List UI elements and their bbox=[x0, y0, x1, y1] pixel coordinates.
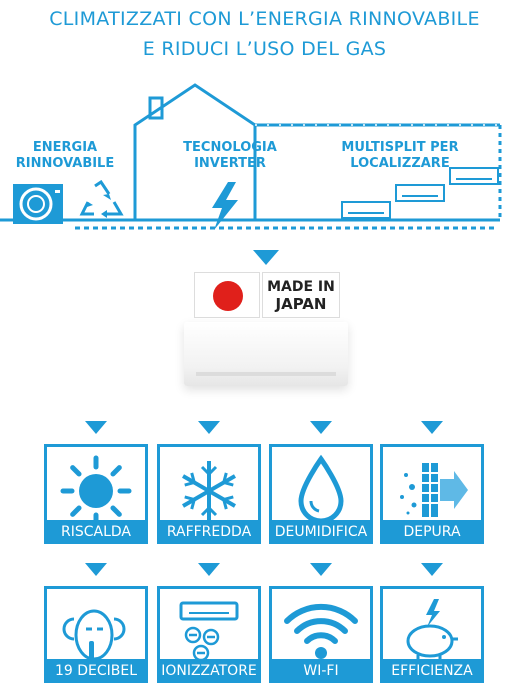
label-energia: ENERGIA RINNOVABILE bbox=[15, 140, 115, 171]
feature-label: RAFFREDDA bbox=[157, 520, 261, 544]
arrow-down-icon bbox=[310, 421, 332, 434]
air-filter-icon bbox=[392, 451, 472, 527]
arrow-down-icon bbox=[85, 421, 107, 434]
ionizer-icon bbox=[169, 593, 249, 669]
feature-tile: 19 DECIBEL bbox=[44, 586, 148, 683]
quiet-face-icon bbox=[56, 593, 136, 669]
made-in-japan-badge: MADE IN JAPAN bbox=[194, 272, 340, 318]
feature-tile: WI-FI bbox=[269, 586, 373, 683]
feature-tile: DEUMIDIFICA bbox=[269, 444, 373, 544]
air-conditioner-image bbox=[184, 322, 348, 386]
sun-icon bbox=[56, 451, 136, 527]
japan-flag bbox=[194, 272, 260, 318]
feature-label: IONIZZATORE bbox=[157, 659, 261, 683]
headline-line-2: E RIDUCI L’USO DEL GAS bbox=[142, 38, 387, 60]
feature-tile: RISCALDA bbox=[44, 444, 148, 544]
label-multisplit: MULTISPLIT PER LOCALIZZARE bbox=[341, 140, 459, 171]
label-inverter: TECNOLOGIA INVERTER bbox=[183, 140, 277, 171]
feature-label: DEPURA bbox=[380, 520, 484, 544]
feature-label: 19 DECIBEL bbox=[44, 659, 148, 683]
snowflake-icon bbox=[169, 451, 249, 527]
water-drop-icon bbox=[281, 451, 361, 527]
badge-line-2: JAPAN bbox=[275, 295, 327, 313]
arrow-down-icon bbox=[421, 421, 443, 434]
feature-tile: DEPURA bbox=[380, 444, 484, 544]
arrow-down-icon bbox=[85, 563, 107, 576]
badge-line-1: MADE IN bbox=[267, 279, 335, 295]
wifi-icon bbox=[281, 593, 361, 669]
lightning-icon bbox=[212, 182, 238, 230]
outdoor-unit-icon bbox=[13, 184, 63, 224]
feature-tile: IONIZZATORE bbox=[157, 586, 261, 683]
arrow-down-icon bbox=[198, 421, 220, 434]
feature-label: RISCALDA bbox=[44, 520, 148, 544]
feature-label: EFFICIENZA bbox=[380, 659, 484, 683]
recycle-icon bbox=[79, 180, 124, 218]
arrow-down-icon bbox=[253, 250, 279, 265]
chimney bbox=[148, 96, 164, 120]
house-diagram bbox=[0, 83, 502, 230]
feature-label: WI-FI bbox=[269, 659, 373, 683]
arrow-down-icon bbox=[421, 563, 443, 576]
headline-line-1: CLIMATIZZATI CON L’ENERGIA RINNOVABILE bbox=[49, 8, 480, 30]
piggy-bank-icon bbox=[392, 593, 472, 669]
feature-tile: EFFICIENZA bbox=[380, 586, 484, 683]
arrow-down-icon bbox=[310, 563, 332, 576]
feature-tile: RAFFREDDA bbox=[157, 444, 261, 544]
arrow-down-icon bbox=[198, 563, 220, 576]
indoor-units-icon bbox=[341, 167, 499, 219]
feature-label: DEUMIDIFICA bbox=[269, 520, 373, 544]
